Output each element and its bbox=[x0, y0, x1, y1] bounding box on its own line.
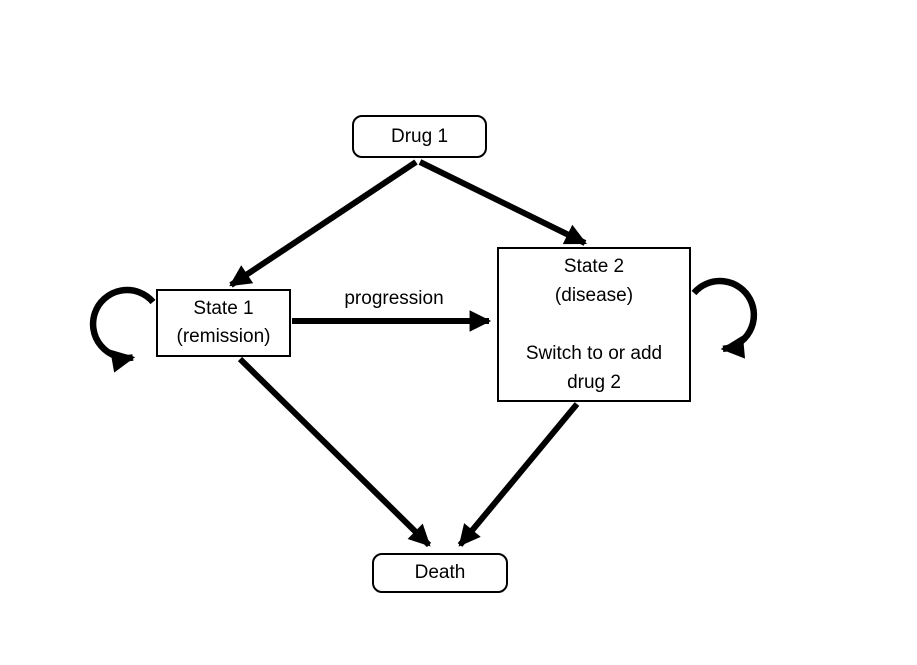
node-state2-line-4: Switch to or add bbox=[525, 343, 663, 364]
node-state1-line-2: (remission) bbox=[176, 326, 271, 347]
edge-drug1-to-state1 bbox=[229, 159, 418, 288]
node-death-label: Death bbox=[414, 562, 466, 583]
node-drug1: Drug 1 bbox=[352, 115, 487, 158]
node-state2-line-1: State 2 bbox=[563, 256, 625, 277]
node-state2-line-2: (disease) bbox=[554, 285, 634, 306]
node-state1-line-1: State 1 bbox=[193, 298, 254, 319]
self-loop-state2 bbox=[691, 277, 758, 359]
edge-state2-to-death bbox=[457, 402, 580, 547]
progression-edge-label: progression bbox=[344, 288, 444, 309]
node-death: Death bbox=[372, 553, 508, 593]
node-state1: State 1 (remission) bbox=[156, 289, 291, 357]
node-state2: State 2 (disease) Switch to or add drug … bbox=[497, 247, 691, 402]
edge-drug1-to-state2 bbox=[418, 159, 587, 246]
edge-state1-to-death bbox=[237, 356, 432, 548]
self-loop-state1 bbox=[89, 286, 156, 373]
node-drug1-label: Drug 1 bbox=[390, 125, 449, 147]
node-state2-line-5: drug 2 bbox=[567, 372, 621, 393]
